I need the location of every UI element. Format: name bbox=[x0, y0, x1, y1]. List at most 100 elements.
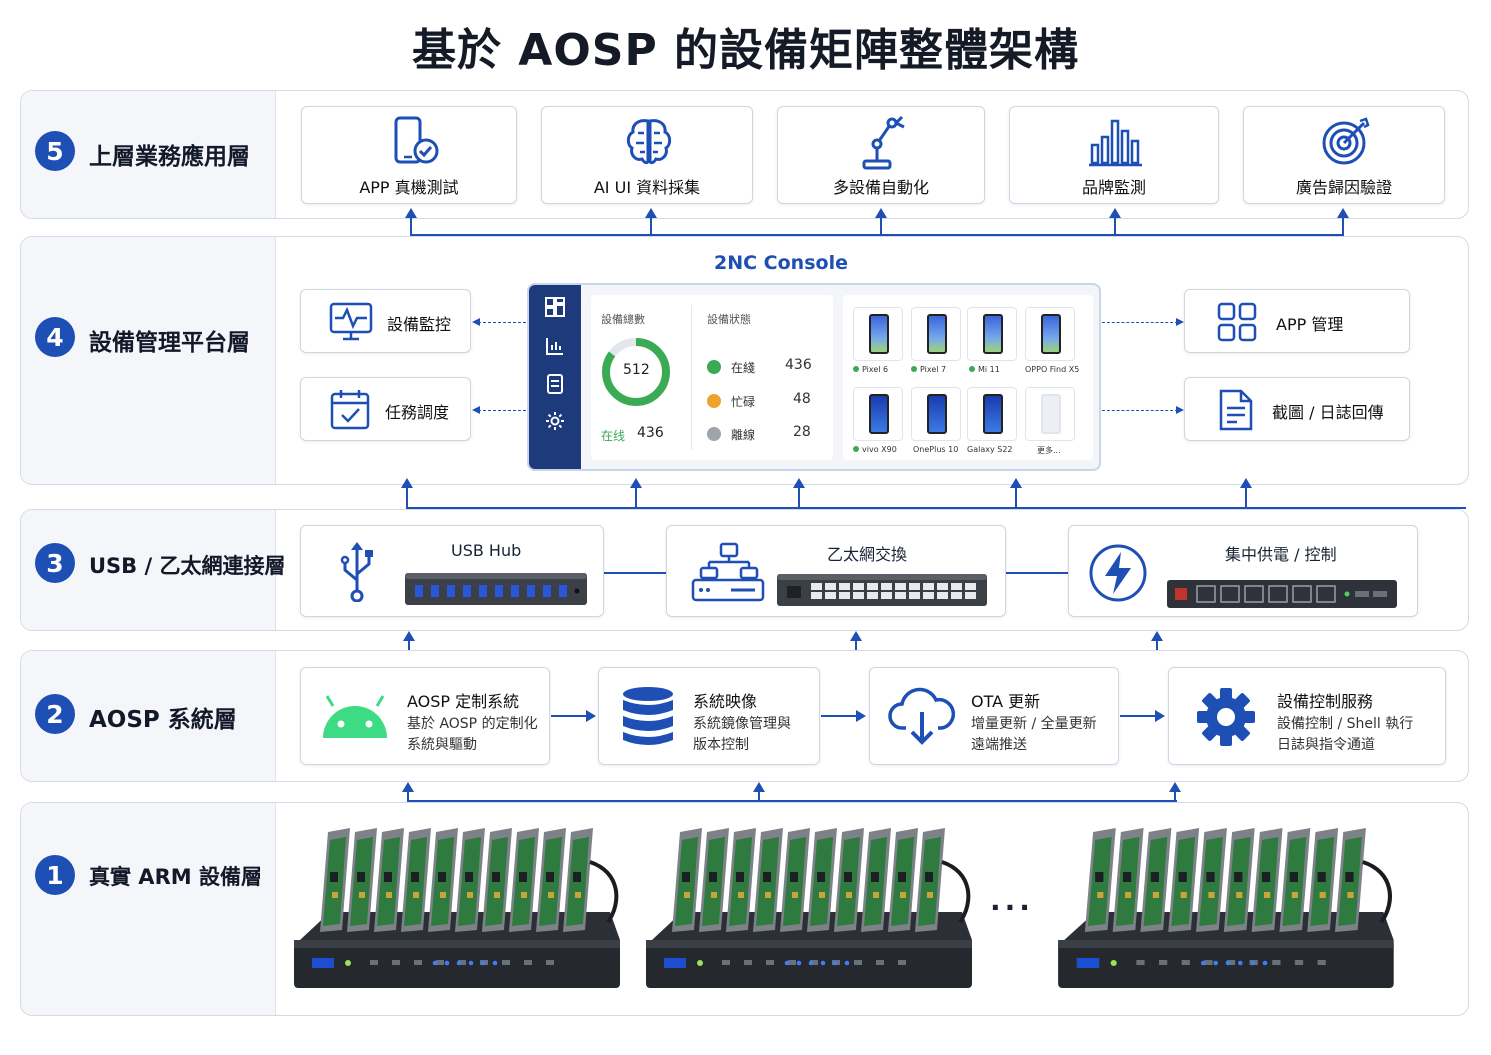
device-name: Mi 11 bbox=[969, 365, 1000, 374]
device-tile[interactable] bbox=[853, 307, 903, 361]
status-value: 48 bbox=[793, 391, 811, 407]
bar-chart-icon bbox=[1089, 119, 1142, 167]
status-dot bbox=[707, 360, 721, 374]
brain-icon bbox=[626, 119, 672, 165]
online-value: 436 bbox=[637, 425, 664, 441]
layer-4-label: 4 設備管理平台層 bbox=[21, 237, 276, 484]
status-label: 設備狀態 bbox=[707, 313, 751, 326]
document-list-icon[interactable] bbox=[546, 374, 564, 394]
console-sidebar bbox=[529, 285, 581, 469]
console-title: 2NC Console bbox=[714, 252, 848, 274]
card-label: 乙太網交換 bbox=[827, 545, 908, 564]
card-label: 品牌監測 bbox=[1081, 178, 1146, 197]
app-management-card: APP 管理 bbox=[1184, 289, 1410, 353]
total-donut bbox=[602, 338, 670, 406]
chart-icon[interactable] bbox=[545, 336, 565, 356]
card-label: 集中供電 / 控制 bbox=[1225, 545, 1337, 564]
ethernet-switch-device bbox=[777, 574, 987, 606]
ellipsis: ... bbox=[990, 884, 1034, 917]
aosp-custom-system-card: AOSP 定制系統 基於 AOSP 的定制化 系統與驅動 bbox=[300, 667, 550, 765]
online-label: 在线 bbox=[601, 429, 626, 443]
dashboard-icon[interactable] bbox=[545, 297, 565, 317]
device-tile[interactable] bbox=[911, 387, 961, 441]
layer-5-label: 5 上層業務應用層 bbox=[21, 91, 276, 218]
status-name: 在綫 bbox=[731, 361, 756, 375]
layer-2-label: 2 AOSP 系統層 bbox=[21, 651, 276, 781]
device-total-panel: 設備總數 512 在线 436 設備狀態 在綫 436 忙碌 48 離線 28 bbox=[591, 295, 833, 460]
monitor-pulse-icon bbox=[329, 302, 373, 341]
screenshot-log-card: 截圖 / 日誌回傳 bbox=[1184, 377, 1410, 441]
card-desc-2: 日誌與指令通道 bbox=[1277, 737, 1375, 753]
task-scheduling-card: 任務調度 bbox=[300, 377, 471, 441]
layer-number: 5 bbox=[35, 131, 75, 171]
card-title: OTA 更新 bbox=[971, 692, 1041, 711]
ad-attribution-card: 廣告歸因驗證 bbox=[1243, 106, 1445, 204]
device-tile[interactable] bbox=[853, 387, 903, 441]
device-name: OnePlus 10 bbox=[913, 445, 959, 454]
app-testing-card: APP 真機測試 bbox=[301, 106, 517, 204]
device-tile-more[interactable] bbox=[1025, 387, 1075, 441]
status-value: 436 bbox=[785, 357, 812, 373]
total-value: 512 bbox=[623, 362, 650, 378]
power-control-card: 集中供電 / 控制 bbox=[1068, 525, 1418, 617]
card-desc-2: 版本控制 bbox=[693, 737, 749, 753]
layer-number: 2 bbox=[35, 694, 75, 734]
card-desc-1: 系統鏡像管理與 bbox=[693, 716, 791, 732]
device-name: vivo X90 bbox=[853, 445, 897, 454]
layer-title: 設備管理平台層 bbox=[89, 330, 250, 356]
status-dot bbox=[707, 427, 721, 441]
device-monitoring-card: 設備監控 bbox=[300, 289, 471, 353]
device-name: Pixel 7 bbox=[911, 365, 946, 374]
settings-icon[interactable] bbox=[545, 411, 565, 431]
document-icon bbox=[1219, 389, 1253, 431]
device-tile[interactable] bbox=[1025, 307, 1075, 361]
usb-hub-card: USB Hub bbox=[300, 525, 604, 617]
device-name: Galaxy S22 bbox=[967, 445, 1013, 454]
android-icon bbox=[323, 695, 387, 738]
card-label: USB Hub bbox=[451, 541, 522, 560]
card-label: APP 管理 bbox=[1276, 315, 1344, 334]
device-tile[interactable] bbox=[967, 387, 1017, 441]
device-control-service-card: 設備控制服務 設備控制 / Shell 執行 日誌與指令通道 bbox=[1168, 667, 1446, 765]
card-label: 截圖 / 日誌回傳 bbox=[1272, 403, 1384, 422]
layer-title: 真實 ARM 設備層 bbox=[89, 865, 262, 889]
database-icon bbox=[623, 687, 673, 745]
card-desc-2: 系統與驅動 bbox=[407, 737, 477, 753]
ethernet-switch-card: 乙太網交換 bbox=[666, 525, 1006, 617]
layer-number: 3 bbox=[35, 543, 75, 583]
layer-1-label: 1 真實 ARM 設備層 bbox=[21, 803, 276, 1015]
layer-title: AOSP 系統層 bbox=[89, 707, 237, 733]
total-label: 設備總數 bbox=[601, 313, 645, 326]
console-dashboard: 設備總數 512 在线 436 設備狀態 在綫 436 忙碌 48 離線 28 bbox=[527, 283, 1101, 471]
card-title: 系統映像 bbox=[693, 692, 758, 711]
card-label: 任務調度 bbox=[385, 403, 450, 422]
device-name: 更多... bbox=[1037, 446, 1061, 455]
device-tile[interactable] bbox=[911, 307, 961, 361]
usb-icon bbox=[340, 542, 373, 602]
layer-3-label: 3 USB / 乙太網連接層 bbox=[21, 510, 285, 630]
power-bolt-icon bbox=[1089, 544, 1147, 602]
device-name: Pixel 6 bbox=[853, 365, 888, 374]
device-grid-panel: Pixel 6 Pixel 7 Mi 11 OPPO Find X5 vivo … bbox=[843, 295, 1093, 460]
device-name: OPPO Find X5 bbox=[1025, 365, 1080, 374]
card-desc-1: 增量更新 / 全量更新 bbox=[971, 716, 1097, 732]
device-tile[interactable] bbox=[967, 307, 1017, 361]
power-strip-device bbox=[1167, 580, 1397, 608]
status-name: 忙碌 bbox=[731, 395, 756, 409]
app-grid-icon bbox=[1217, 302, 1257, 342]
ota-update-card: OTA 更新 增量更新 / 全量更新 遠端推送 bbox=[869, 667, 1119, 765]
brand-monitoring-card: 品牌監測 bbox=[1009, 106, 1219, 204]
cloud-download-icon bbox=[888, 687, 955, 745]
card-label: 設備監控 bbox=[387, 315, 452, 334]
device-rack-2 bbox=[642, 822, 982, 1000]
multi-device-automation-card: 多設備自動化 bbox=[777, 106, 985, 204]
status-name: 離線 bbox=[731, 428, 756, 442]
robot-arm-icon bbox=[862, 115, 905, 170]
network-switch-icon bbox=[691, 542, 765, 602]
status-value: 28 bbox=[793, 424, 811, 440]
system-image-card: 系統映像 系統鏡像管理與 版本控制 bbox=[598, 667, 820, 765]
phone-check-icon bbox=[394, 116, 439, 164]
card-desc-1: 設備控制 / Shell 執行 bbox=[1277, 716, 1414, 732]
card-label: 廣告歸因驗證 bbox=[1295, 178, 1392, 197]
card-label: APP 真機測試 bbox=[359, 178, 459, 197]
